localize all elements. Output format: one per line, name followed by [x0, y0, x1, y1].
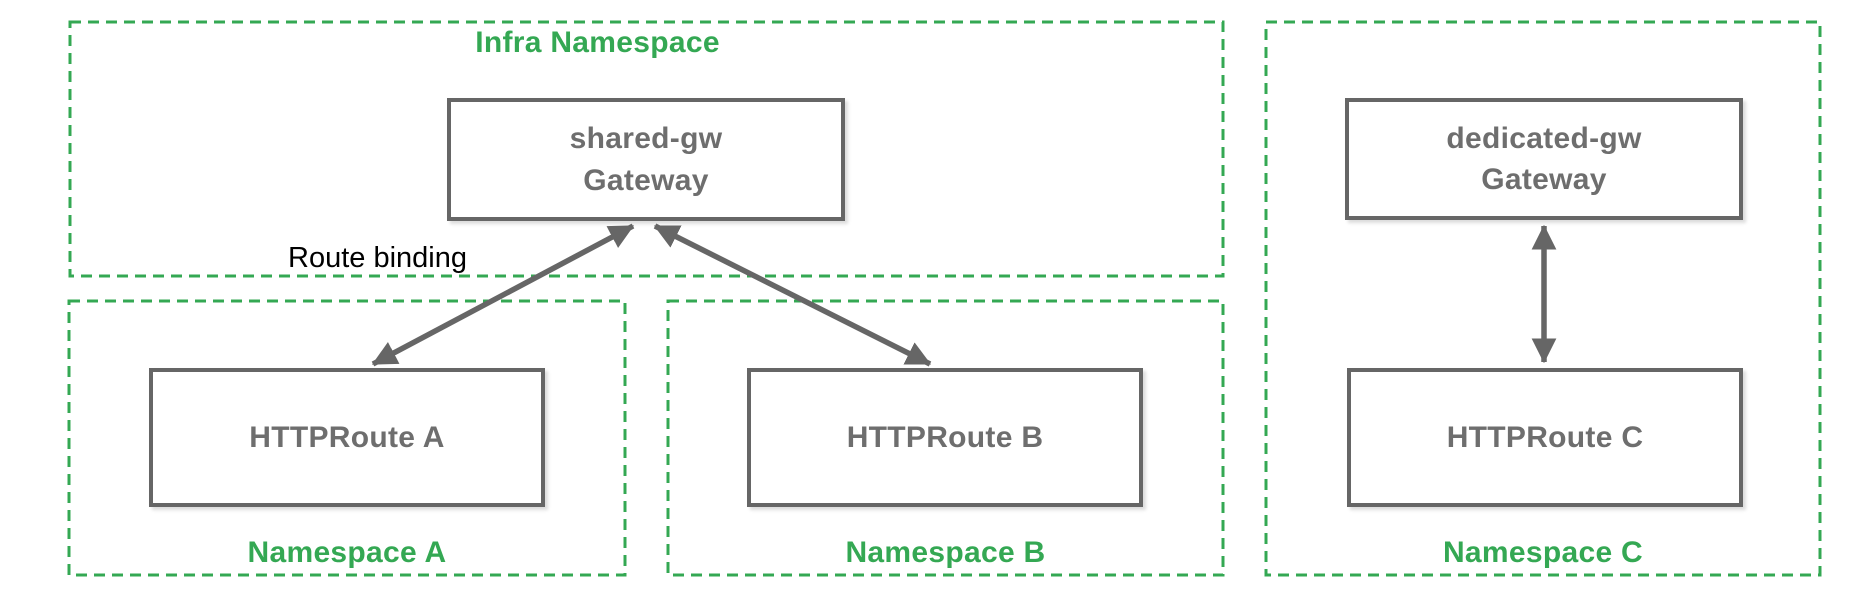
route-binding-annotation: Route binding — [288, 242, 467, 274]
dedicated-gateway-box: dedicated-gw Gateway — [1345, 98, 1743, 220]
route-a-binding-arrow — [371, 223, 635, 367]
dedicated-gateway-name: dedicated-gw — [1446, 121, 1642, 155]
httproute-c-box: HTTPRoute C — [1347, 368, 1743, 507]
httproute-b-name: HTTPRoute B — [846, 420, 1044, 454]
route-b-binding-arrow — [653, 223, 932, 367]
httproute-b-box: HTTPRoute B — [747, 368, 1143, 507]
namespace-b-border — [666, 299, 1225, 577]
httproute-a-name: HTTPRoute A — [249, 420, 445, 454]
shared-gateway-kind: Gateway — [583, 163, 709, 197]
httproute-a-box: HTTPRoute A — [149, 368, 545, 507]
namespace-c-label: Namespace C — [1442, 536, 1644, 569]
namespace-a-border — [67, 299, 627, 577]
shared-gateway-box: shared-gw Gateway — [447, 98, 845, 221]
infra-namespace-label: Infra Namespace — [475, 26, 720, 59]
shared-gateway-name: shared-gw — [569, 122, 723, 156]
httproute-c-name: HTTPRoute C — [1446, 420, 1644, 454]
infra-namespace-border — [68, 20, 1225, 278]
namespace-b-label: Namespace B — [845, 536, 1046, 569]
namespace-a-label: Namespace A — [247, 536, 447, 569]
dedicated-gateway-kind: Gateway — [1481, 163, 1607, 196]
namespace-c-border — [1264, 20, 1822, 577]
